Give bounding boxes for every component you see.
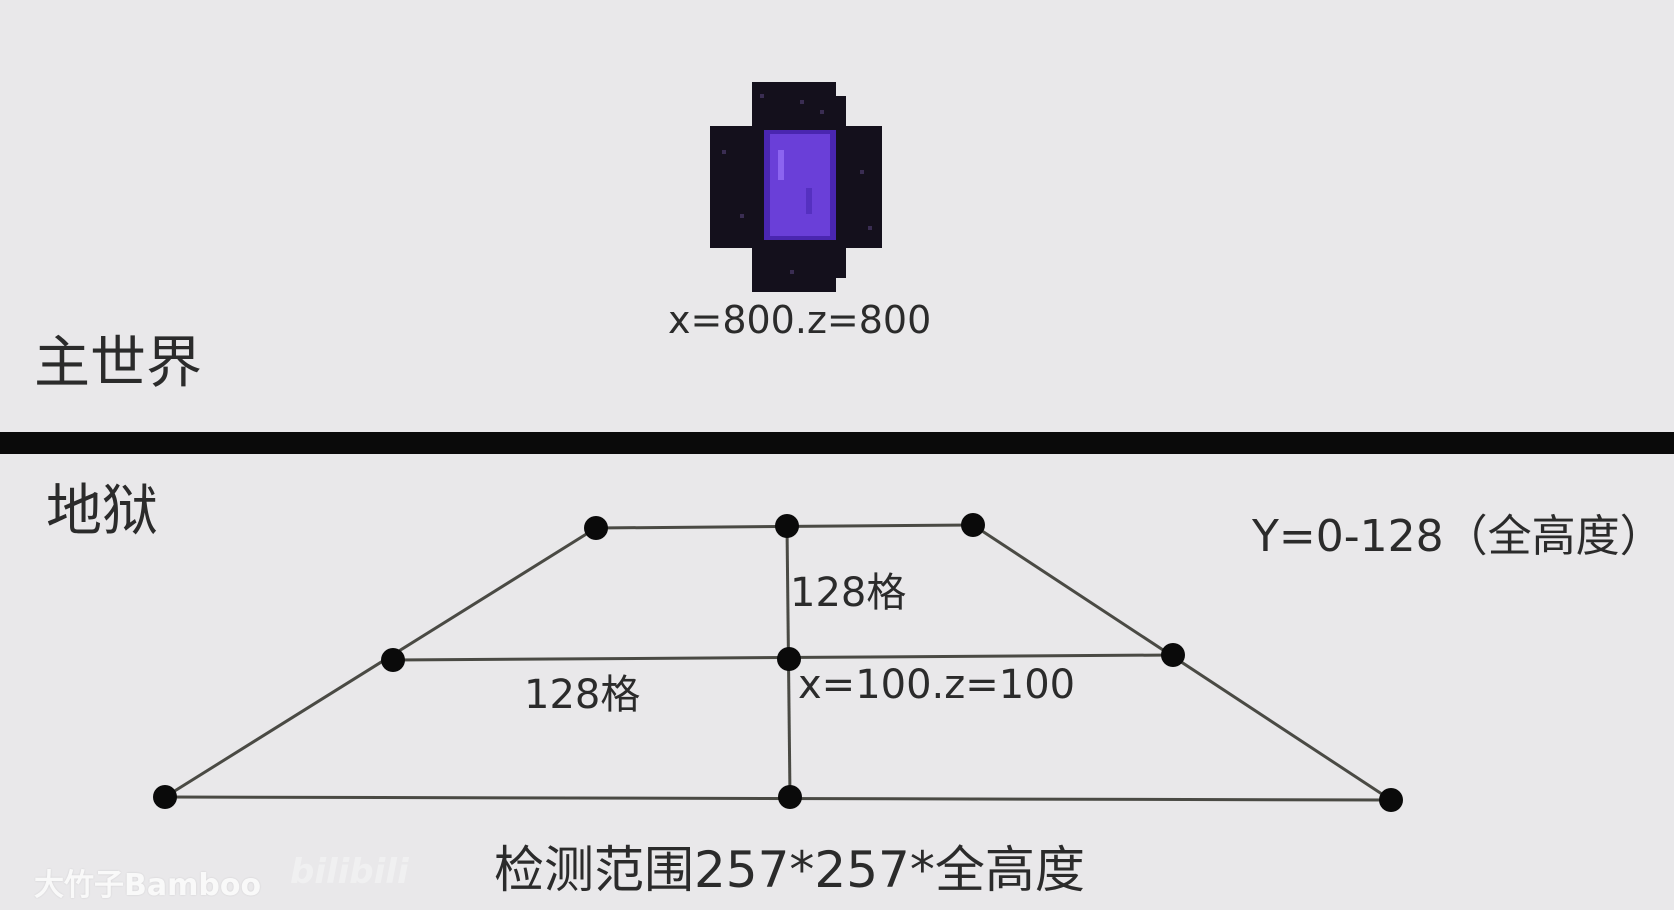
bottom-edge — [164, 795, 1392, 802]
vertex-dot — [1379, 788, 1403, 812]
horizontal-distance-label: 128格 — [524, 672, 641, 718]
detection-range-diagram — [153, 513, 1403, 812]
vertex-dot — [584, 516, 608, 540]
y-range-label: Y=0-128（全高度） — [1252, 511, 1664, 562]
vertex-dot — [1161, 643, 1185, 667]
bilibili-logo: bilibili — [290, 852, 409, 892]
vertex-dot — [775, 514, 799, 538]
portal-coordinate: x=800.z=800 — [668, 298, 932, 342]
vertex-dot — [381, 648, 405, 672]
vertex-dot — [778, 785, 802, 809]
vertex-dot — [153, 785, 177, 809]
range-caption: 检测范围257*257*全高度 — [494, 841, 1085, 899]
center-coordinate: x=100.z=100 — [798, 662, 1076, 708]
dimension-divider — [0, 432, 1674, 454]
left-edge — [164, 526, 597, 799]
center-dot — [777, 647, 801, 671]
nether-portal-icon — [710, 82, 882, 292]
vertex-dot — [961, 513, 985, 537]
vertical-distance-label: 128格 — [790, 570, 907, 616]
author-watermark: 大竹子Bamboo — [34, 868, 262, 903]
overworld-label: 主世界 — [34, 331, 202, 396]
nether-label: 地狱 — [46, 479, 158, 544]
